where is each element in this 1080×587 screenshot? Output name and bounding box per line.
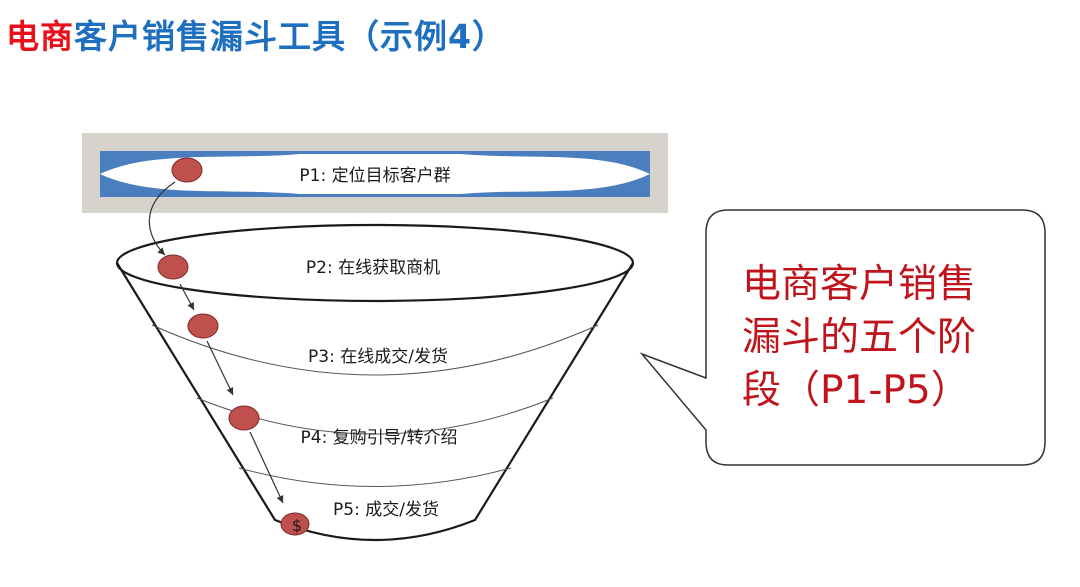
flow-arrow-1 — [148, 181, 176, 256]
callout-line-2: 漏斗的五个阶 — [742, 315, 977, 360]
stage-dot-p4 — [228, 405, 260, 431]
title-main: 客户销售漏斗工具（示例4） — [74, 17, 506, 56]
stage-p1-banner: P1: 定位目标客户群 — [82, 133, 668, 213]
flow-arrow-4 — [249, 431, 284, 504]
funnel-divider-3 — [238, 467, 512, 487]
stage-dot-p1 — [171, 157, 203, 183]
flow-arrow-3 — [206, 340, 234, 396]
stage-dot-p3 — [187, 313, 219, 339]
stage-label-p4: P4: 复购引导/转介绍 — [301, 428, 458, 448]
stage-label-p3: P3: 在线成交/发货 — [308, 347, 448, 367]
stage-dot-p2 — [157, 254, 189, 280]
callout-text: 电商客户销售 漏斗的五个阶 段（P1-P5） — [742, 258, 1032, 417]
callout-line-1: 电商客户销售 — [742, 262, 977, 307]
dollar-sign-icon: $ — [292, 516, 302, 535]
callout-bubble — [639, 209, 1046, 466]
callout-line-3: 段（P1-P5） — [742, 368, 970, 413]
funnel-rim — [115, 223, 635, 303]
banner-white-shape — [100, 154, 650, 194]
title-accent: 电商 — [6, 17, 74, 56]
funnel-divider-1 — [151, 324, 599, 376]
flow-arrow-2 — [179, 283, 195, 311]
page-title: 电商客户销售漏斗工具（示例4） — [6, 10, 506, 58]
stage-label-p1: P1: 定位目标客户群 — [299, 166, 450, 186]
funnel-outline — [116, 262, 634, 542]
stage-label-p5: P5: 成交/发货 — [333, 500, 439, 520]
stage-label-p2: P2: 在线获取商机 — [306, 258, 440, 278]
stage-dot-p5 — [280, 512, 310, 536]
